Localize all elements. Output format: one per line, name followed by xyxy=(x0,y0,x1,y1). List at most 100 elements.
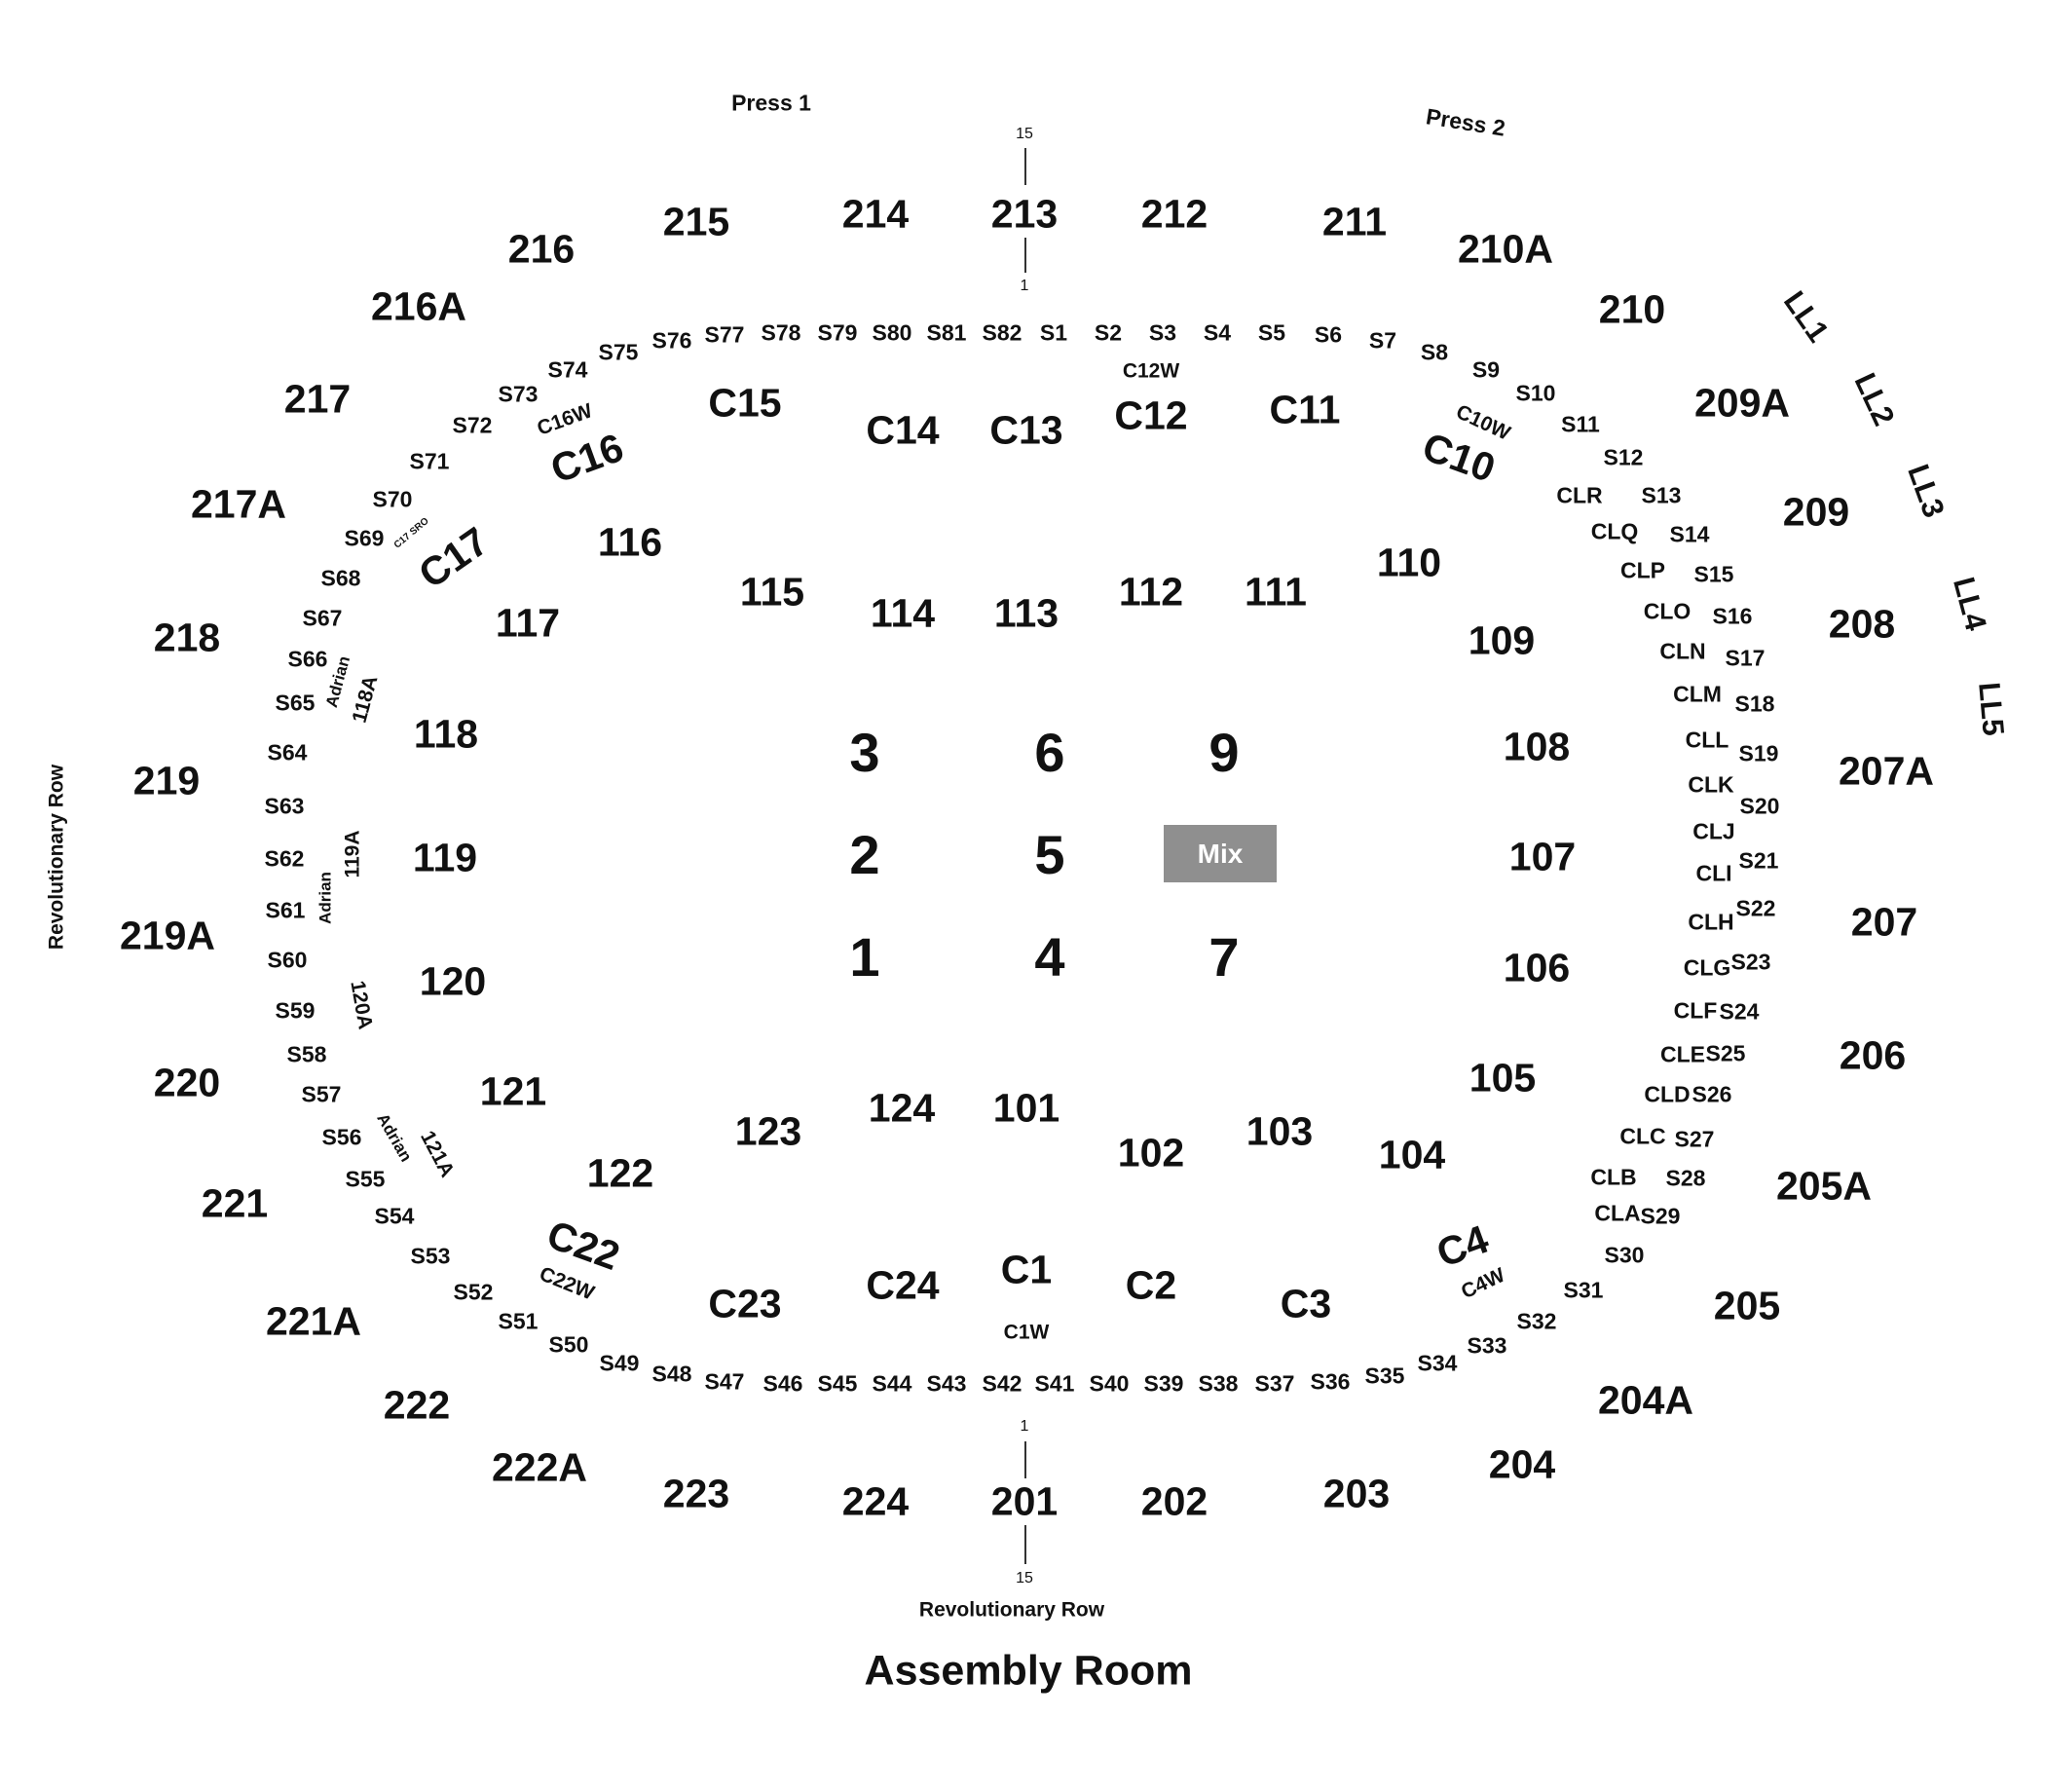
suite-s26[interactable]: S26 xyxy=(1692,1081,1732,1107)
floor-section-4[interactable]: 4 xyxy=(1034,926,1065,988)
section-120a[interactable]: 120A xyxy=(346,979,377,1031)
suite-s50[interactable]: S50 xyxy=(548,1331,589,1358)
suite-s81[interactable]: S81 xyxy=(926,319,967,346)
section-210a[interactable]: 210A xyxy=(1457,226,1554,272)
section-112[interactable]: 112 xyxy=(1118,569,1184,615)
section-219[interactable]: 219 xyxy=(132,758,201,803)
suite-s47[interactable]: S47 xyxy=(704,1368,745,1395)
section-217a[interactable]: 217A xyxy=(190,481,287,527)
lounge-clo[interactable]: CLO xyxy=(1643,598,1692,624)
section-224[interactable]: 224 xyxy=(841,1478,910,1524)
loge-ll3[interactable]: LL3 xyxy=(1901,460,1952,522)
suite-s27[interactable]: S27 xyxy=(1674,1126,1715,1152)
section-c14[interactable]: C14 xyxy=(866,407,940,453)
suite-s49[interactable]: S49 xyxy=(599,1350,640,1376)
section-c24[interactable]: C24 xyxy=(866,1262,940,1308)
section-121a[interactable]: 121A xyxy=(416,1127,459,1181)
suite-s30[interactable]: S30 xyxy=(1604,1242,1645,1268)
section-103[interactable]: 103 xyxy=(1246,1108,1314,1154)
suite-s40[interactable]: S40 xyxy=(1089,1370,1130,1397)
suite-s78[interactable]: S78 xyxy=(761,319,801,346)
section-216a[interactable]: 216A xyxy=(370,283,467,329)
section-c13[interactable]: C13 xyxy=(989,407,1063,453)
loge-ll2[interactable]: LL2 xyxy=(1847,367,1902,431)
suite-s73[interactable]: S73 xyxy=(498,381,539,407)
press-box-2[interactable]: Press 2 xyxy=(1424,103,1507,141)
section-c4w[interactable]: C4W xyxy=(1457,1263,1509,1304)
section-221a[interactable]: 221A xyxy=(265,1298,362,1344)
suite-s72[interactable]: S72 xyxy=(452,412,493,438)
section-c12[interactable]: C12 xyxy=(1114,392,1188,438)
section-119a[interactable]: 119A xyxy=(341,830,364,878)
section-116[interactable]: 116 xyxy=(597,519,663,565)
suite-s11[interactable]: S11 xyxy=(1561,411,1600,437)
lounge-clc[interactable]: CLC xyxy=(1619,1123,1666,1149)
section-113[interactable]: 113 xyxy=(993,590,1060,636)
suite-s31[interactable]: S31 xyxy=(1563,1277,1604,1303)
suite-s48[interactable]: S48 xyxy=(651,1361,692,1387)
floor-section-3[interactable]: 3 xyxy=(849,722,880,783)
revolutionary-row-left[interactable]: Revolutionary Row xyxy=(45,764,68,951)
section-219a[interactable]: 219A xyxy=(119,913,216,958)
lounge-clf[interactable]: CLF xyxy=(1673,997,1718,1024)
suite-s64[interactable]: S64 xyxy=(267,739,308,765)
suite-s51[interactable]: S51 xyxy=(498,1308,539,1334)
section-207a[interactable]: 207A xyxy=(1838,748,1935,794)
section-119[interactable]: 119 xyxy=(412,835,478,880)
lounge-cla[interactable]: CLA xyxy=(1594,1200,1641,1226)
floor-section-9[interactable]: 9 xyxy=(1208,722,1240,783)
section-211[interactable]: 211 xyxy=(1321,199,1388,244)
section-c1w[interactable]: C1W xyxy=(1003,1321,1050,1344)
section-205[interactable]: 205 xyxy=(1713,1283,1781,1328)
section-213[interactable]: 213 xyxy=(990,191,1059,237)
suite-s69[interactable]: S69 xyxy=(344,525,385,551)
section-222a[interactable]: 222A xyxy=(491,1444,588,1490)
section-c23[interactable]: C23 xyxy=(708,1281,782,1326)
suite-s59[interactable]: S59 xyxy=(275,997,316,1024)
section-217[interactable]: 217 xyxy=(283,376,352,422)
section-216[interactable]: 216 xyxy=(507,226,576,272)
suite-s82[interactable]: S82 xyxy=(982,319,1022,346)
section-102[interactable]: 102 xyxy=(1117,1130,1185,1176)
section-209a[interactable]: 209A xyxy=(1693,380,1791,426)
suite-s32[interactable]: S32 xyxy=(1516,1308,1557,1334)
suite-s35[interactable]: S35 xyxy=(1364,1363,1405,1389)
section-c17[interactable]: C17 xyxy=(410,518,497,598)
section-220[interactable]: 220 xyxy=(153,1060,221,1105)
suite-s60[interactable]: S60 xyxy=(267,947,308,973)
lounge-clp[interactable]: CLP xyxy=(1620,557,1665,583)
section-107[interactable]: 107 xyxy=(1508,834,1577,879)
suite-s13[interactable]: S13 xyxy=(1641,482,1682,508)
section-114[interactable]: 114 xyxy=(870,590,936,636)
section-c4[interactable]: C4 xyxy=(1431,1215,1495,1277)
section-201[interactable]: 201 xyxy=(990,1478,1059,1524)
suite-s21[interactable]: S21 xyxy=(1738,847,1779,874)
section-121[interactable]: 121 xyxy=(479,1068,547,1114)
suite-s8[interactable]: S8 xyxy=(1420,339,1449,365)
suite-s43[interactable]: S43 xyxy=(926,1370,967,1397)
suite-s55[interactable]: S55 xyxy=(345,1166,386,1192)
suite-s29[interactable]: S29 xyxy=(1640,1203,1681,1229)
section-106[interactable]: 106 xyxy=(1503,945,1571,990)
suite-s24[interactable]: S24 xyxy=(1719,998,1760,1025)
suite-s62[interactable]: S62 xyxy=(264,845,305,872)
section-c3[interactable]: C3 xyxy=(1280,1281,1332,1326)
suite-s7[interactable]: S7 xyxy=(1368,327,1397,354)
suite-s4[interactable]: S4 xyxy=(1203,319,1232,346)
suite-s63[interactable]: S63 xyxy=(264,793,305,819)
floor-section-6[interactable]: 6 xyxy=(1034,722,1065,783)
suite-s1[interactable]: S1 xyxy=(1039,319,1068,346)
section-109[interactable]: 109 xyxy=(1468,617,1536,663)
section-205a[interactable]: 205A xyxy=(1775,1163,1873,1209)
section-115[interactable]: 115 xyxy=(739,569,805,615)
section-215[interactable]: 215 xyxy=(662,199,730,244)
section-c11[interactable]: C11 xyxy=(1269,387,1341,432)
section-122[interactable]: 122 xyxy=(586,1150,654,1196)
suite-s70[interactable]: S70 xyxy=(372,486,413,512)
suite-s23[interactable]: S23 xyxy=(1730,949,1771,975)
section-118[interactable]: 118 xyxy=(413,711,479,757)
suite-s75[interactable]: S75 xyxy=(598,339,639,365)
section-124[interactable]: 124 xyxy=(868,1085,936,1131)
lounge-clk[interactable]: CLK xyxy=(1688,771,1734,798)
suite-s76[interactable]: S76 xyxy=(651,327,692,354)
